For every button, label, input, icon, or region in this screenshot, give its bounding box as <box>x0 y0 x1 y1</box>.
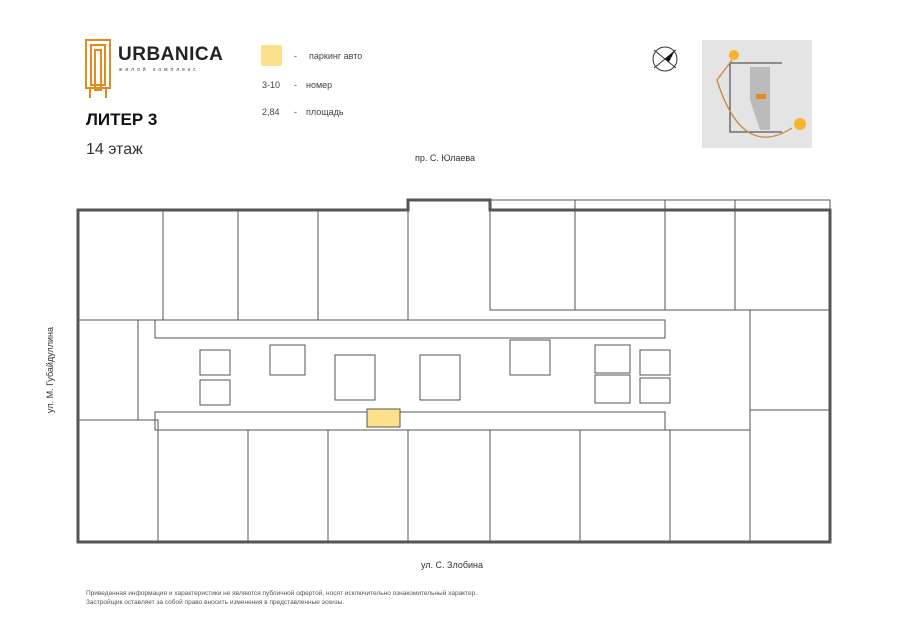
disclaimer: Приведенная информация и характеристики … <box>86 589 477 607</box>
floor-label: 14 этаж <box>86 141 143 158</box>
legend-dash: - <box>294 51 297 61</box>
brand-subtitle: жилой комплекс <box>119 67 199 73</box>
disclaimer-line: Застройщик оставляет за собой право внос… <box>86 599 345 606</box>
compass-icon <box>652 46 678 72</box>
legend-label-area: площадь <box>306 107 344 117</box>
page-title: ЛИТЕР 3 <box>86 110 158 129</box>
legend-dash: - <box>294 80 297 90</box>
parking-spot-highlighted[interactable] <box>366 408 401 428</box>
legend-label-parking: паркинг авто <box>309 51 363 61</box>
legend-label-number: номер <box>306 80 333 90</box>
disclaimer-line: Приведенная информация и характеристики … <box>86 590 478 597</box>
parking-swatch <box>261 45 282 66</box>
legend-key-area: 2,84 <box>262 107 280 117</box>
urbanica-logo-icon <box>85 39 111 98</box>
legend-key-number: 3-10 <box>262 80 281 90</box>
legend-dash: - <box>294 107 297 117</box>
brand-name: URBANICA <box>118 44 224 65</box>
street-label-bottom: ул. С. Злобина <box>421 560 484 570</box>
site-minimap <box>702 40 812 148</box>
street-label-left: ул. М. Губайдуллина <box>45 327 55 413</box>
street-label-top: пр. С. Юлаева <box>415 153 476 163</box>
floor-plan <box>76 198 832 544</box>
